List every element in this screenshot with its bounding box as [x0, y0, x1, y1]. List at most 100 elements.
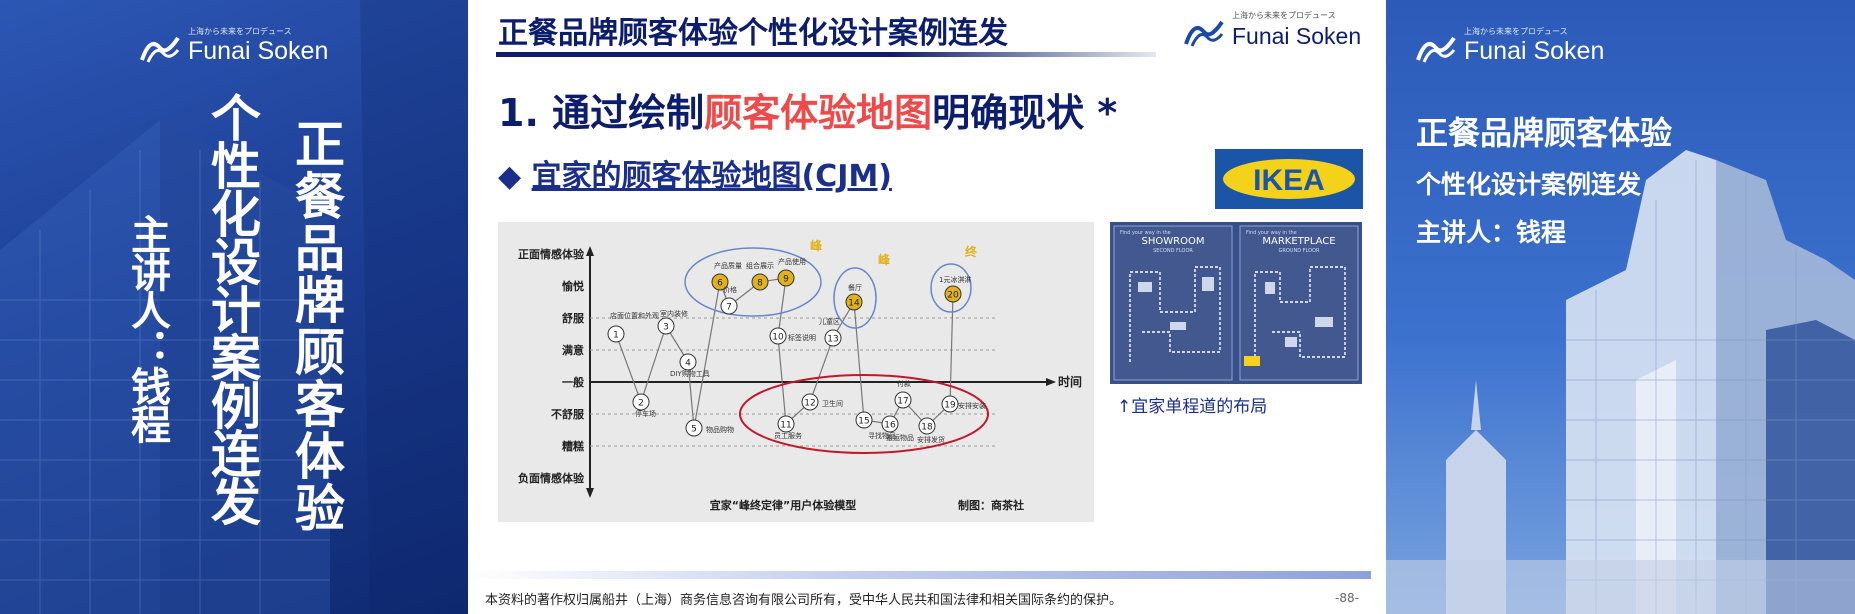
cjm-pain-ellipse	[739, 374, 989, 454]
cjm-touchpoint-number: 1	[613, 331, 619, 341]
right-cover-panel: 上海から未来をプロデュース Funai Soken 正餐品牌顾客体验 个性化设计…	[1386, 0, 1855, 614]
cjm-touchpoint-label: 物品购物	[706, 425, 734, 434]
cjm-touchpoint	[720, 297, 738, 315]
cjm-peak-label: 峰	[810, 238, 823, 253]
page-number: -88-	[1335, 591, 1359, 605]
cjm-touchpoint-label: 付款	[897, 379, 911, 388]
cjm-touchpoint	[777, 415, 795, 433]
cjm-y-bottom-label: 负面情感体验	[518, 471, 585, 485]
map-market-floor: GROUND FLOOR	[1279, 248, 1320, 254]
cjm-touchpoint	[607, 325, 625, 343]
cjm-touchpoint-label: 组合展示	[746, 261, 774, 270]
funai-soken-logo-slide: 上海から未来をプロデュース Funai Soken	[1184, 11, 1362, 49]
cjm-touchpoint-label: 卫生间	[822, 399, 843, 408]
cjm-touchpoint	[657, 317, 675, 335]
funai-soken-logo-right: 上海から未来をプロデュース Funai Soken	[1416, 27, 1604, 64]
cjm-touchpoint	[632, 393, 650, 411]
map-showroom-floor: SECOND FLOOR	[1153, 248, 1193, 254]
subheading-text: 宜家的顾客体验地图(CJM)	[531, 159, 892, 194]
cjm-touchpoint-number: 3	[663, 323, 669, 333]
slide-header-title: 正餐品牌顾客体验个性化设计案例连发	[498, 16, 1008, 51]
subheading: ◆ 宜家的顾客体验地图(CJM)	[498, 151, 892, 195]
ikea-logo-text: IKEA	[1253, 164, 1325, 197]
cjm-touchpoint-label: 安排发货	[917, 435, 945, 444]
cjm-touchpoint-label: 儿童区	[819, 317, 840, 326]
cjm-touchpoint-label: 产品质量	[714, 261, 742, 270]
heading-suffix: 明确现状 *	[932, 91, 1118, 135]
logo-text: Funai Soken	[188, 37, 329, 65]
funai-wave-icon	[140, 36, 180, 63]
right-speaker: 主讲人：钱程	[1416, 218, 1567, 247]
left-cover-panel: 上海から未来をプロデュース Funai Soken 正餐品牌顾客体验 个性化设计…	[0, 0, 468, 614]
logo-tagline: 上海から未来をプロデュース	[188, 27, 292, 36]
cjm-touchpoint-label: 寻找物品	[868, 431, 896, 440]
cjm-touchpoint-label: DIY购物工具	[670, 369, 710, 378]
logo-tagline: 上海から未来をプロデュース	[1232, 11, 1336, 20]
map-caption: ↑宜家单程道的布局	[1117, 397, 1268, 417]
cjm-level-label: 不舒服	[551, 407, 585, 421]
logo-tagline: 上海から未来をプロデュース	[1464, 27, 1568, 36]
cjm-level-label: 舒服	[562, 311, 585, 325]
building-photo-left	[0, 0, 468, 614]
slide-main: 正餐品牌顾客体验个性化设计案例连发 上海から未来をプロデュース Funai So…	[468, 0, 1386, 614]
cjm-touchpoint-label: 1元冰淇淋	[939, 275, 971, 284]
cjm-x-axis-label: 时间	[1058, 374, 1082, 389]
cjm-touchpoint-number: 10	[772, 333, 784, 343]
heading-prefix: 1. 通过绘制	[498, 91, 705, 135]
cjm-touchpoint	[824, 329, 842, 347]
cjm-end-label: 终	[965, 244, 978, 259]
ikea-floor-map-graphic: Find your way in the Find your way in th…	[1113, 225, 1359, 381]
cjm-touchpoint	[941, 395, 959, 413]
cjm-touchpoint-label: 员工服务	[774, 431, 802, 440]
cjm-peak-ellipse	[833, 267, 877, 329]
ikea-logo-graphic: IKEA	[1223, 159, 1355, 199]
cjm-touchpoint-number: 11	[780, 421, 791, 431]
section-heading: 1. 通过绘制顾客体验地图明确现状 *	[498, 82, 1117, 137]
cjm-touchpoint-number: 9	[783, 275, 789, 285]
cjm-level-label: 愉悦	[562, 279, 584, 293]
cjm-peak-label: 峰	[878, 252, 891, 267]
cjm-touchpoint-number: 13	[827, 335, 838, 345]
cjm-touchpoint-number: 2	[638, 399, 644, 409]
cjm-touchpoint-label: 停车场	[635, 409, 656, 418]
map-market-title: MARKETPLACE	[1262, 236, 1335, 247]
cjm-touchpoint	[894, 391, 912, 409]
cjm-touchpoint-label: 搬运物品	[886, 433, 914, 442]
map-note: Find your way in the	[1246, 230, 1297, 236]
cover-subtitle: 个性化设计案例连发	[203, 92, 261, 524]
cjm-touchpoint-label: 安排安装	[958, 401, 986, 410]
cjm-touchpoint-number: 19	[944, 401, 956, 411]
cjm-touchpoint-label: 室内装修	[660, 309, 688, 318]
cjm-touchpoint-number: 4	[685, 359, 691, 369]
cjm-caption: 宜家“峰终定律”用户体验模型	[710, 498, 856, 512]
header-underline	[496, 52, 1156, 57]
cjm-touchpoint-number: 5	[691, 425, 697, 435]
heading-highlight: 顾客体验地图	[704, 91, 933, 135]
cjm-touchpoint	[711, 273, 729, 291]
right-subtitle: 个性化设计案例连发	[1416, 170, 1642, 199]
cjm-touchpoint-number: 6	[717, 279, 723, 289]
cjm-end-ellipse	[930, 263, 972, 313]
footer-copyright: 本资料的著作权归属船井（上海）商务信息咨询有限公司所有，受中华人民共和国法律和相…	[485, 593, 1123, 608]
cjm-touchpoint	[679, 353, 697, 371]
cjm-touchpoint-number: 8	[757, 279, 763, 289]
cjm-touchpoint	[769, 327, 787, 345]
cover-speaker: 主讲人：钱程	[124, 214, 170, 442]
cjm-touchpoint-number: 17	[897, 397, 908, 407]
right-title: 正餐品牌顾客体验	[1416, 114, 1673, 152]
customer-journey-map: 正面情感体验 愉悦 舒服 满意 一般 不舒服 糟糕 负面情感体验 时间 峰 峰 …	[498, 222, 1094, 522]
funai-wave-icon	[1416, 36, 1456, 63]
cjm-touchpoint-label: 产品使用	[778, 257, 806, 266]
cjm-touchpoint	[944, 285, 962, 303]
logo-text: Funai Soken	[1232, 23, 1362, 49]
map-showroom-title: SHOWROOM	[1142, 236, 1205, 247]
cjm-touchpoint-number: 18	[921, 423, 933, 433]
cjm-level-label: 满意	[562, 343, 584, 357]
cjm-touchpoint	[918, 417, 936, 435]
cjm-touchpoint	[845, 293, 863, 311]
funai-wave-icon	[1184, 20, 1224, 47]
cjm-level-label: 一般	[562, 375, 584, 389]
ikea-floor-map: Find your way in the Find your way in th…	[1110, 222, 1362, 384]
cjm-touchpoint	[855, 411, 873, 429]
